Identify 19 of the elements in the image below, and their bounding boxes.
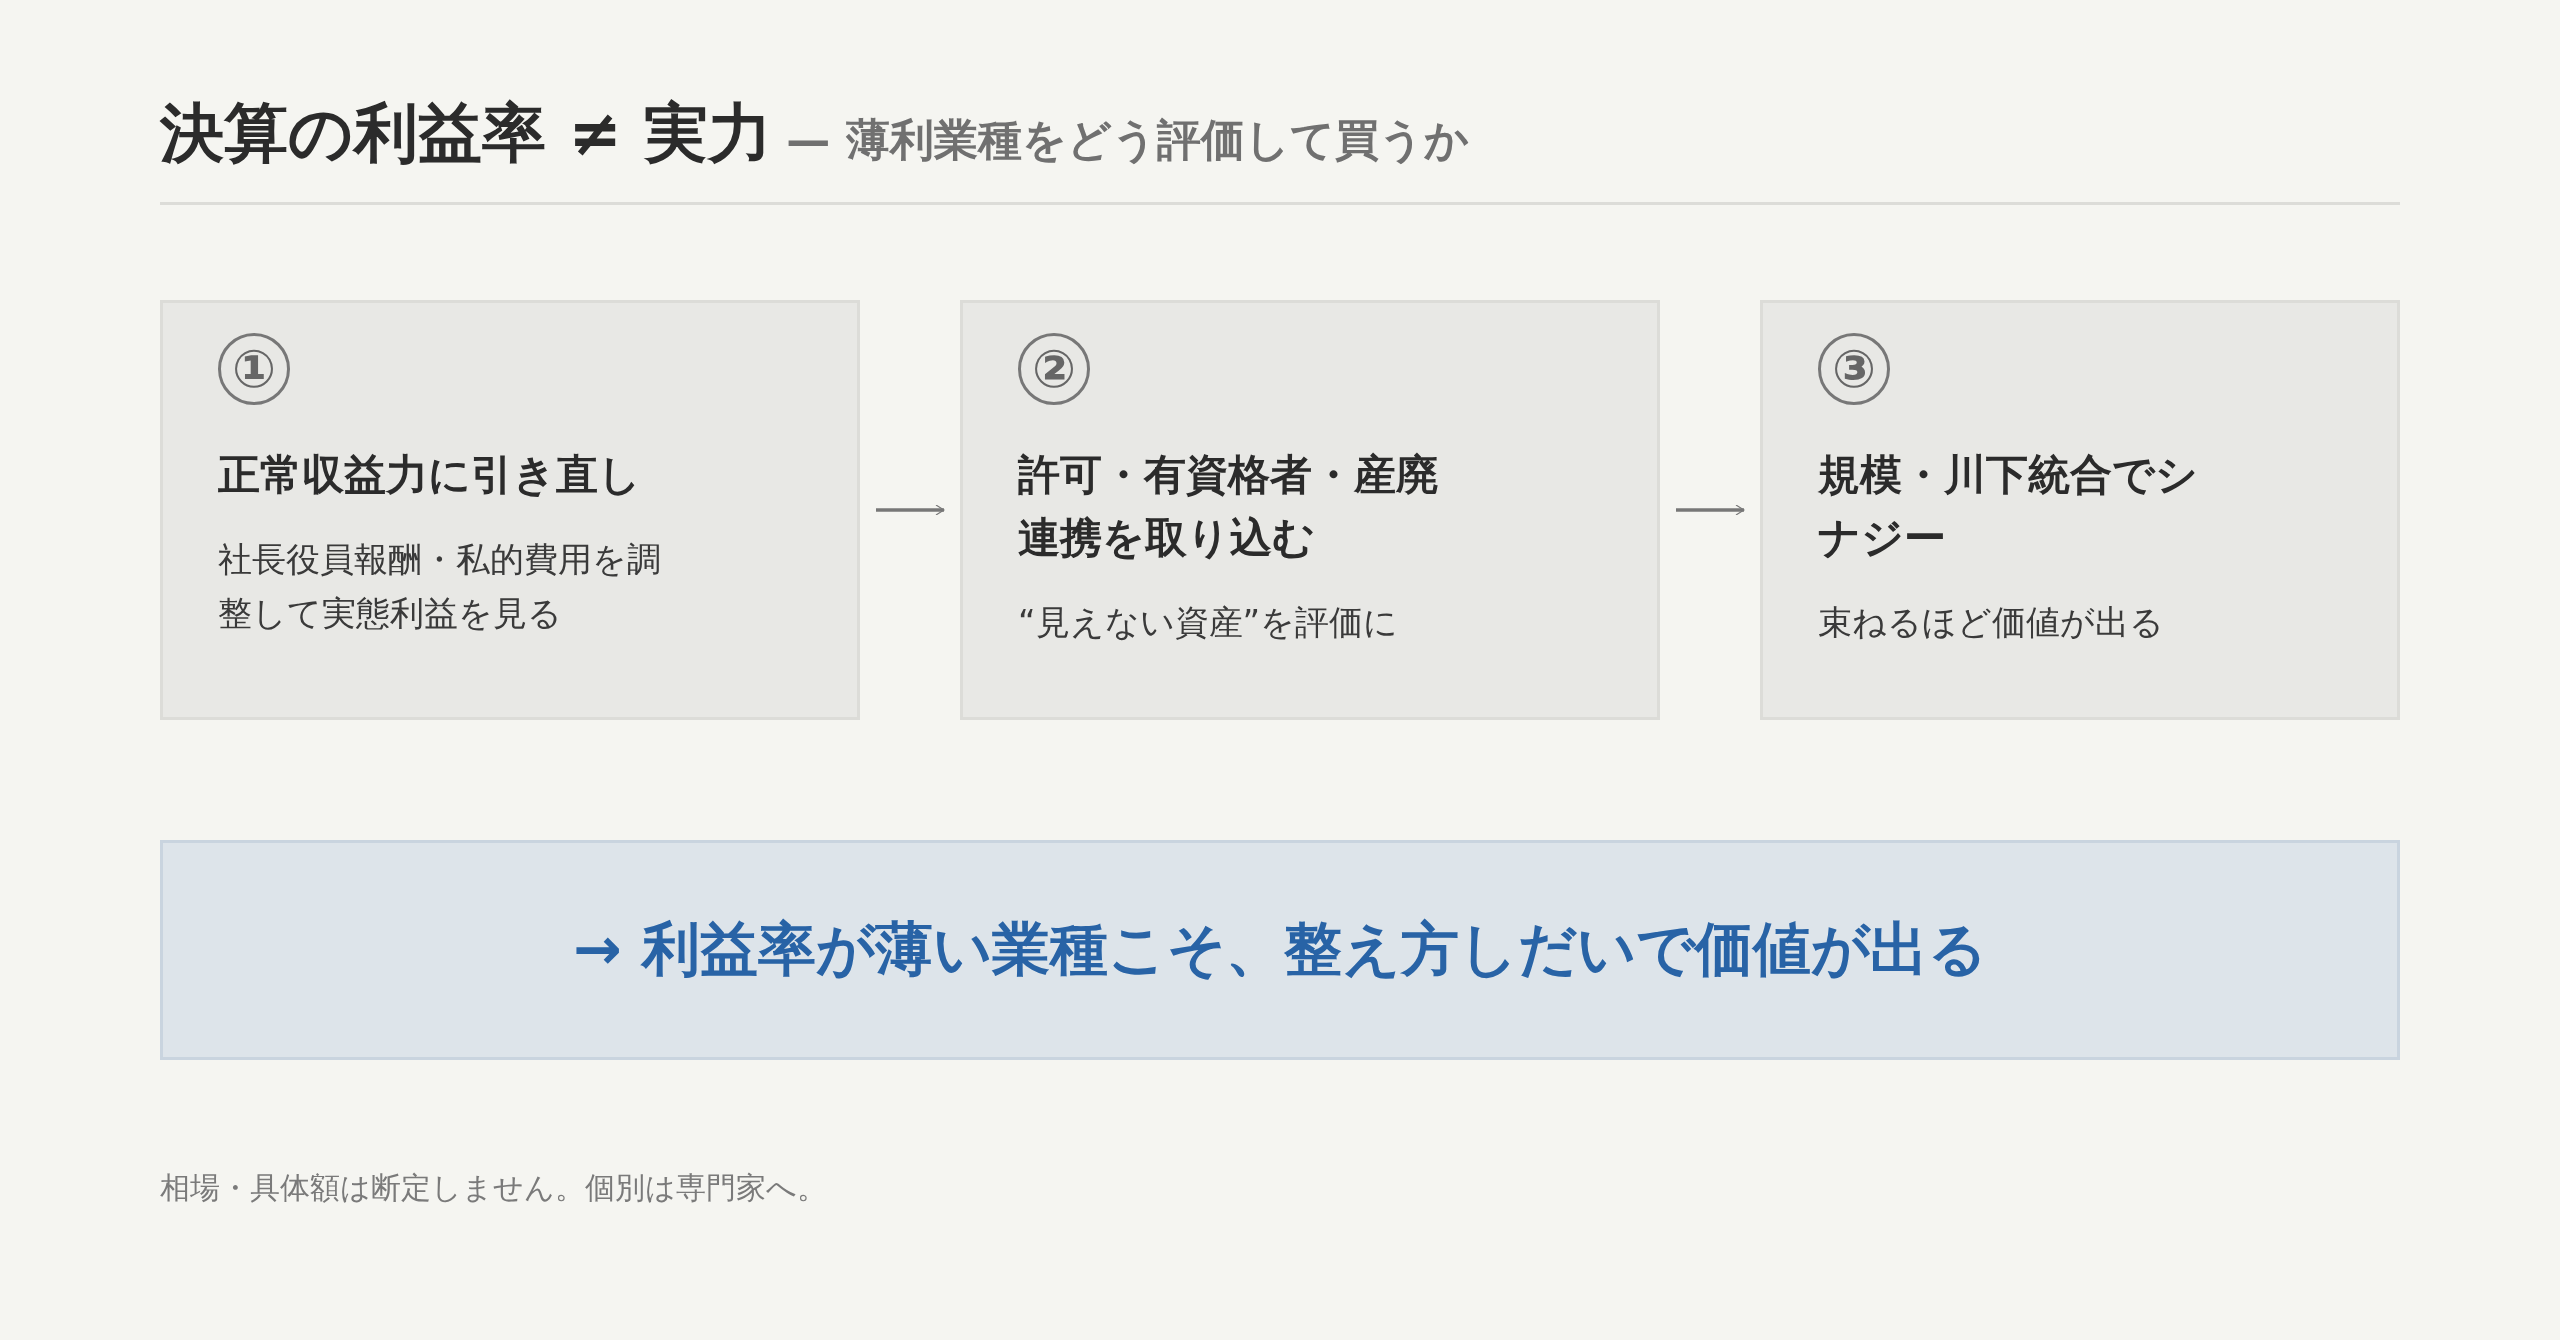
conclusion-text: → 利益率が薄い業種こそ、整え方しだいで価値が出る xyxy=(573,914,1987,985)
step-description: 社長役員報酬・私的費用を調整して実態利益を見る xyxy=(218,538,662,636)
title: 決算の利益率 ≠ 実力 xyxy=(160,95,773,172)
step-description: “見えない資産”を評価に xyxy=(1018,601,1400,644)
step-heading: 正常収益力に引き直し xyxy=(218,449,642,501)
step-description: 束ねるほど価値が出る xyxy=(1818,601,2165,644)
step-card xyxy=(1760,300,2400,720)
step-heading: 許可・有資格者・産廃連携を取り込む xyxy=(1018,449,1439,564)
step-heading: 規模・川下統合でシナジー xyxy=(1818,449,2198,564)
step-number: ① xyxy=(218,333,290,405)
step-card xyxy=(160,300,860,720)
arrow xyxy=(876,504,945,516)
arrow xyxy=(1676,504,1745,516)
step-card xyxy=(960,300,1660,720)
subtitle: — 薄利業種をどう評価して買うか xyxy=(786,113,1469,167)
conclusion-band xyxy=(160,840,2400,1060)
footnote: 相場・具体額は断定しません。個別は専門家へ。 xyxy=(160,1169,827,1207)
step-number: ③ xyxy=(1818,333,1890,405)
step-number: ② xyxy=(1018,333,1090,405)
